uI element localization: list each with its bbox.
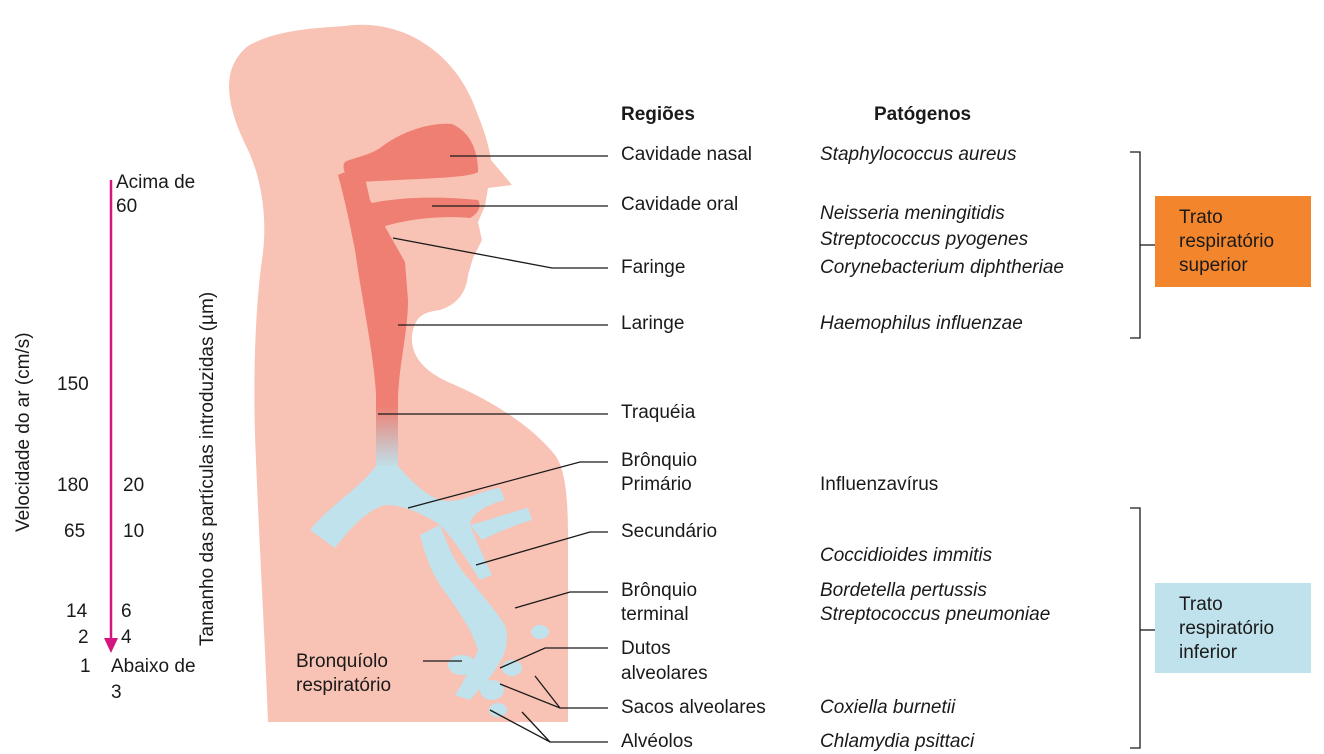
pathogen-label: Staphylococcus aureus	[820, 144, 1016, 166]
region-label: Laringe	[621, 313, 684, 335]
upper-tract-line-2: respiratório	[1179, 230, 1311, 254]
particle-size-value: 20	[123, 475, 144, 497]
particle-axis-title: Tamanho das partículas introduzidas (µm)	[197, 292, 219, 646]
pathogens-header: Patógenos	[874, 104, 971, 126]
pathogen-label: Coccidioides immitis	[820, 545, 992, 567]
particle-size-value: 60	[116, 196, 137, 218]
bronchiole-label: Bronquíolo	[296, 651, 388, 673]
region-label: terminal	[621, 604, 689, 626]
lower-tract-line-3: inferior	[1179, 641, 1311, 665]
trachea	[376, 406, 398, 468]
lower-tract-line-1: Trato	[1179, 593, 1311, 617]
pathogen-label: Bordetella pertussis	[820, 580, 987, 602]
upper-tract-line-1: Trato	[1179, 206, 1311, 230]
particle-size-value: 3	[111, 682, 122, 704]
region-label: Brônquio	[621, 580, 697, 602]
upper-tract-line-3: superior	[1179, 254, 1311, 278]
region-label: Alvéolos	[621, 731, 693, 753]
region-label: Cavidade nasal	[621, 144, 752, 166]
particle-size-value: 6	[121, 601, 132, 623]
regions-header: Regiões	[621, 104, 695, 126]
upper-tract-bracket	[1130, 152, 1140, 338]
region-label: Sacos alveolares	[621, 697, 766, 719]
velocity-value: 180	[57, 475, 89, 497]
lower-tract-box: Trato respiratório inferior	[1155, 583, 1311, 673]
velocity-value: 14	[66, 601, 87, 623]
pathogen-label: Haemophilus influenzae	[820, 313, 1023, 335]
region-label: Cavidade oral	[621, 194, 738, 216]
velocity-value: 2	[78, 627, 89, 649]
particle-size-value: 4	[121, 627, 132, 649]
region-label: Dutos	[621, 638, 671, 660]
upper-tract-box: Trato respiratório superior	[1155, 196, 1311, 287]
pathogen-label: Streptococcus pneumoniae	[820, 604, 1050, 626]
lower-tract-line-2: respiratório	[1179, 617, 1311, 641]
velocity-arrow	[104, 180, 118, 653]
region-label: Primário	[621, 474, 692, 496]
bronchiole-label: respiratório	[296, 675, 391, 697]
particle-size-value: Acima de	[116, 172, 195, 194]
region-label: Secundário	[621, 521, 717, 543]
region-label: Brônquio	[621, 450, 697, 472]
pathogen-label: Neisseria meningitidis	[820, 203, 1005, 225]
pathogen-label: Coxiella burnetii	[820, 697, 955, 719]
velocity-value: 1	[80, 656, 91, 678]
pathogen-label: Corynebacterium diphtheriae	[820, 257, 1064, 279]
region-label: Traquéia	[621, 402, 695, 424]
velocity-value: 150	[57, 374, 89, 396]
pathogen-label: Streptococcus pyogenes	[820, 229, 1028, 251]
pathogen-label: Influenzavírus	[820, 474, 938, 496]
velocity-axis-title: Velocidade do ar (cm/s)	[13, 332, 35, 532]
pathogen-label: Chlamydia psittaci	[820, 731, 974, 753]
particle-size-value: Abaixo de	[111, 656, 196, 678]
lower-tract-bracket	[1130, 508, 1140, 748]
velocity-value: 65	[64, 521, 85, 543]
tract-brackets	[1130, 152, 1155, 748]
region-label: alveolares	[621, 663, 708, 685]
particle-size-value: 10	[123, 521, 144, 543]
region-label: Faringe	[621, 257, 685, 279]
